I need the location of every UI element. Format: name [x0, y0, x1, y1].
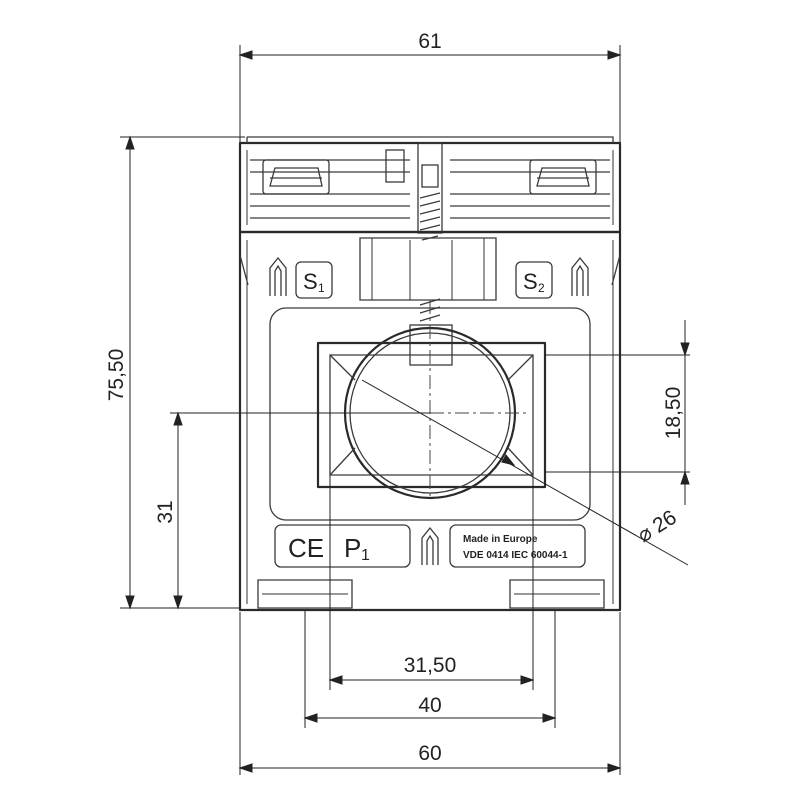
terminal-s1-sub: 1 — [318, 281, 325, 295]
terminal-s2-label: S — [523, 269, 538, 294]
primary-p1-sub: 1 — [361, 547, 370, 564]
dim-height: 75,50 — [105, 349, 128, 402]
primary-p1-label: P — [344, 533, 361, 563]
center-lines — [330, 300, 530, 500]
dim-window-height: 18,50 — [662, 387, 685, 440]
dim-window-width: 31,50 — [404, 654, 457, 677]
terminal-s2-sub: 2 — [538, 281, 545, 295]
dim-top-width: 61 — [418, 30, 441, 53]
made-in-text: Made in Europe — [463, 534, 538, 545]
dim-diameter: ⌀ 26 — [633, 506, 680, 547]
standard-text: VDE 0414 IEC 60044-1 — [463, 550, 568, 561]
dimension-lines — [120, 45, 690, 775]
diameter-value: 26 — [649, 506, 681, 538]
dim-center-height: 31 — [154, 500, 177, 523]
dim-mount-spacing: 40 — [418, 694, 441, 717]
ce-mark: CE — [288, 533, 324, 563]
terminal-s1-label: S — [303, 269, 318, 294]
dim-base-width: 60 — [418, 742, 441, 765]
